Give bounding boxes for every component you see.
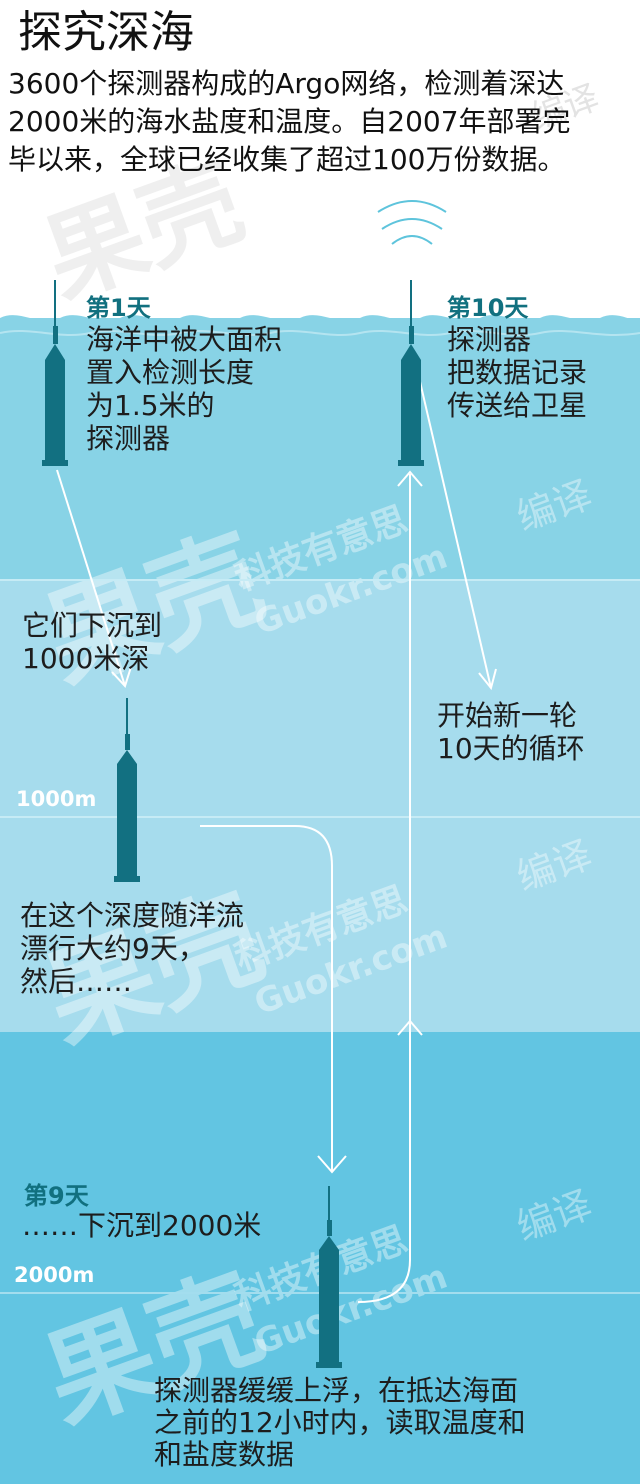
arrow-drift-sink-2000m: [200, 825, 333, 1172]
drift-line-3: 然后……: [20, 965, 133, 998]
mid-water-band: [0, 580, 640, 1032]
rise-line-3: 和盐度数据: [154, 1438, 295, 1471]
arrow-sink-1000m-head: [111, 666, 132, 688]
surface-water-band: [0, 318, 640, 580]
day9-heading: 第9天: [24, 1182, 89, 1210]
intro-line-2: 2000米的海水盐度和温度。自2007年部署完: [8, 105, 571, 138]
page-title: 探究深海: [18, 7, 194, 58]
day10-line-3: 传送给卫星: [447, 389, 588, 422]
intro-line-3: 毕以来，全球已经收集了超过100万份数据。: [8, 143, 566, 176]
arrow-ascend-head-top: [397, 470, 423, 487]
rise-line-2: 之前的12小时内，读取温度和: [154, 1406, 526, 1439]
arrow-new-cycle-head: [478, 668, 497, 691]
signal-arc-middle: [381, 218, 443, 230]
depth-label-1000m: 1000m: [16, 787, 97, 811]
day1-heading: 第1天: [86, 294, 151, 322]
arrow-new-cycle: [414, 359, 492, 689]
sink-line-2: 1000米深: [22, 642, 150, 675]
arrow-ascend: [357, 474, 411, 1303]
sea-surface-wave: [0, 315, 640, 340]
cycle-line-1: 开始新一轮: [437, 699, 578, 732]
drift-line-2: 漂行大约9天，: [20, 932, 206, 965]
arrow-sink-1000m: [56, 469, 126, 687]
day1-line-2: 置入检测长度: [86, 356, 255, 389]
rise-line-1: 探测器缓缓上浮，在抵达海面: [154, 1374, 519, 1407]
intro-line-1: 3600个探测器构成的Argo网络，检测着深达: [8, 67, 565, 100]
probe-2000m: [316, 1186, 342, 1368]
day1-line-3: 为1.5米的: [86, 389, 215, 422]
day10-heading: 第10天: [447, 294, 529, 322]
day1-line-1: 海洋中被大面积: [86, 323, 283, 356]
signal-arc-inner: [391, 235, 433, 245]
drift-line-1: 在这个深度随洋流: [20, 899, 245, 932]
day9-line: ……下沉到2000米: [22, 1209, 262, 1242]
probe-1000m: [114, 698, 140, 882]
sink-line-1: 它们下沉到: [22, 609, 163, 642]
arrow-drift-head: [317, 1155, 347, 1174]
signal-arc-outer: [377, 200, 447, 213]
day1-line-4: 探测器: [86, 422, 171, 455]
depth-label-2000m: 2000m: [14, 1263, 95, 1287]
day10-line-2: 把数据记录: [447, 356, 588, 389]
day10-line-1: 探测器: [447, 323, 532, 356]
cycle-line-2: 10天的循环: [437, 732, 585, 765]
arrow-ascend-head-mid: [397, 1019, 423, 1036]
wave-highlight: [0, 329, 640, 337]
probe-day10: [398, 280, 424, 466]
probe-day1: [42, 280, 68, 466]
